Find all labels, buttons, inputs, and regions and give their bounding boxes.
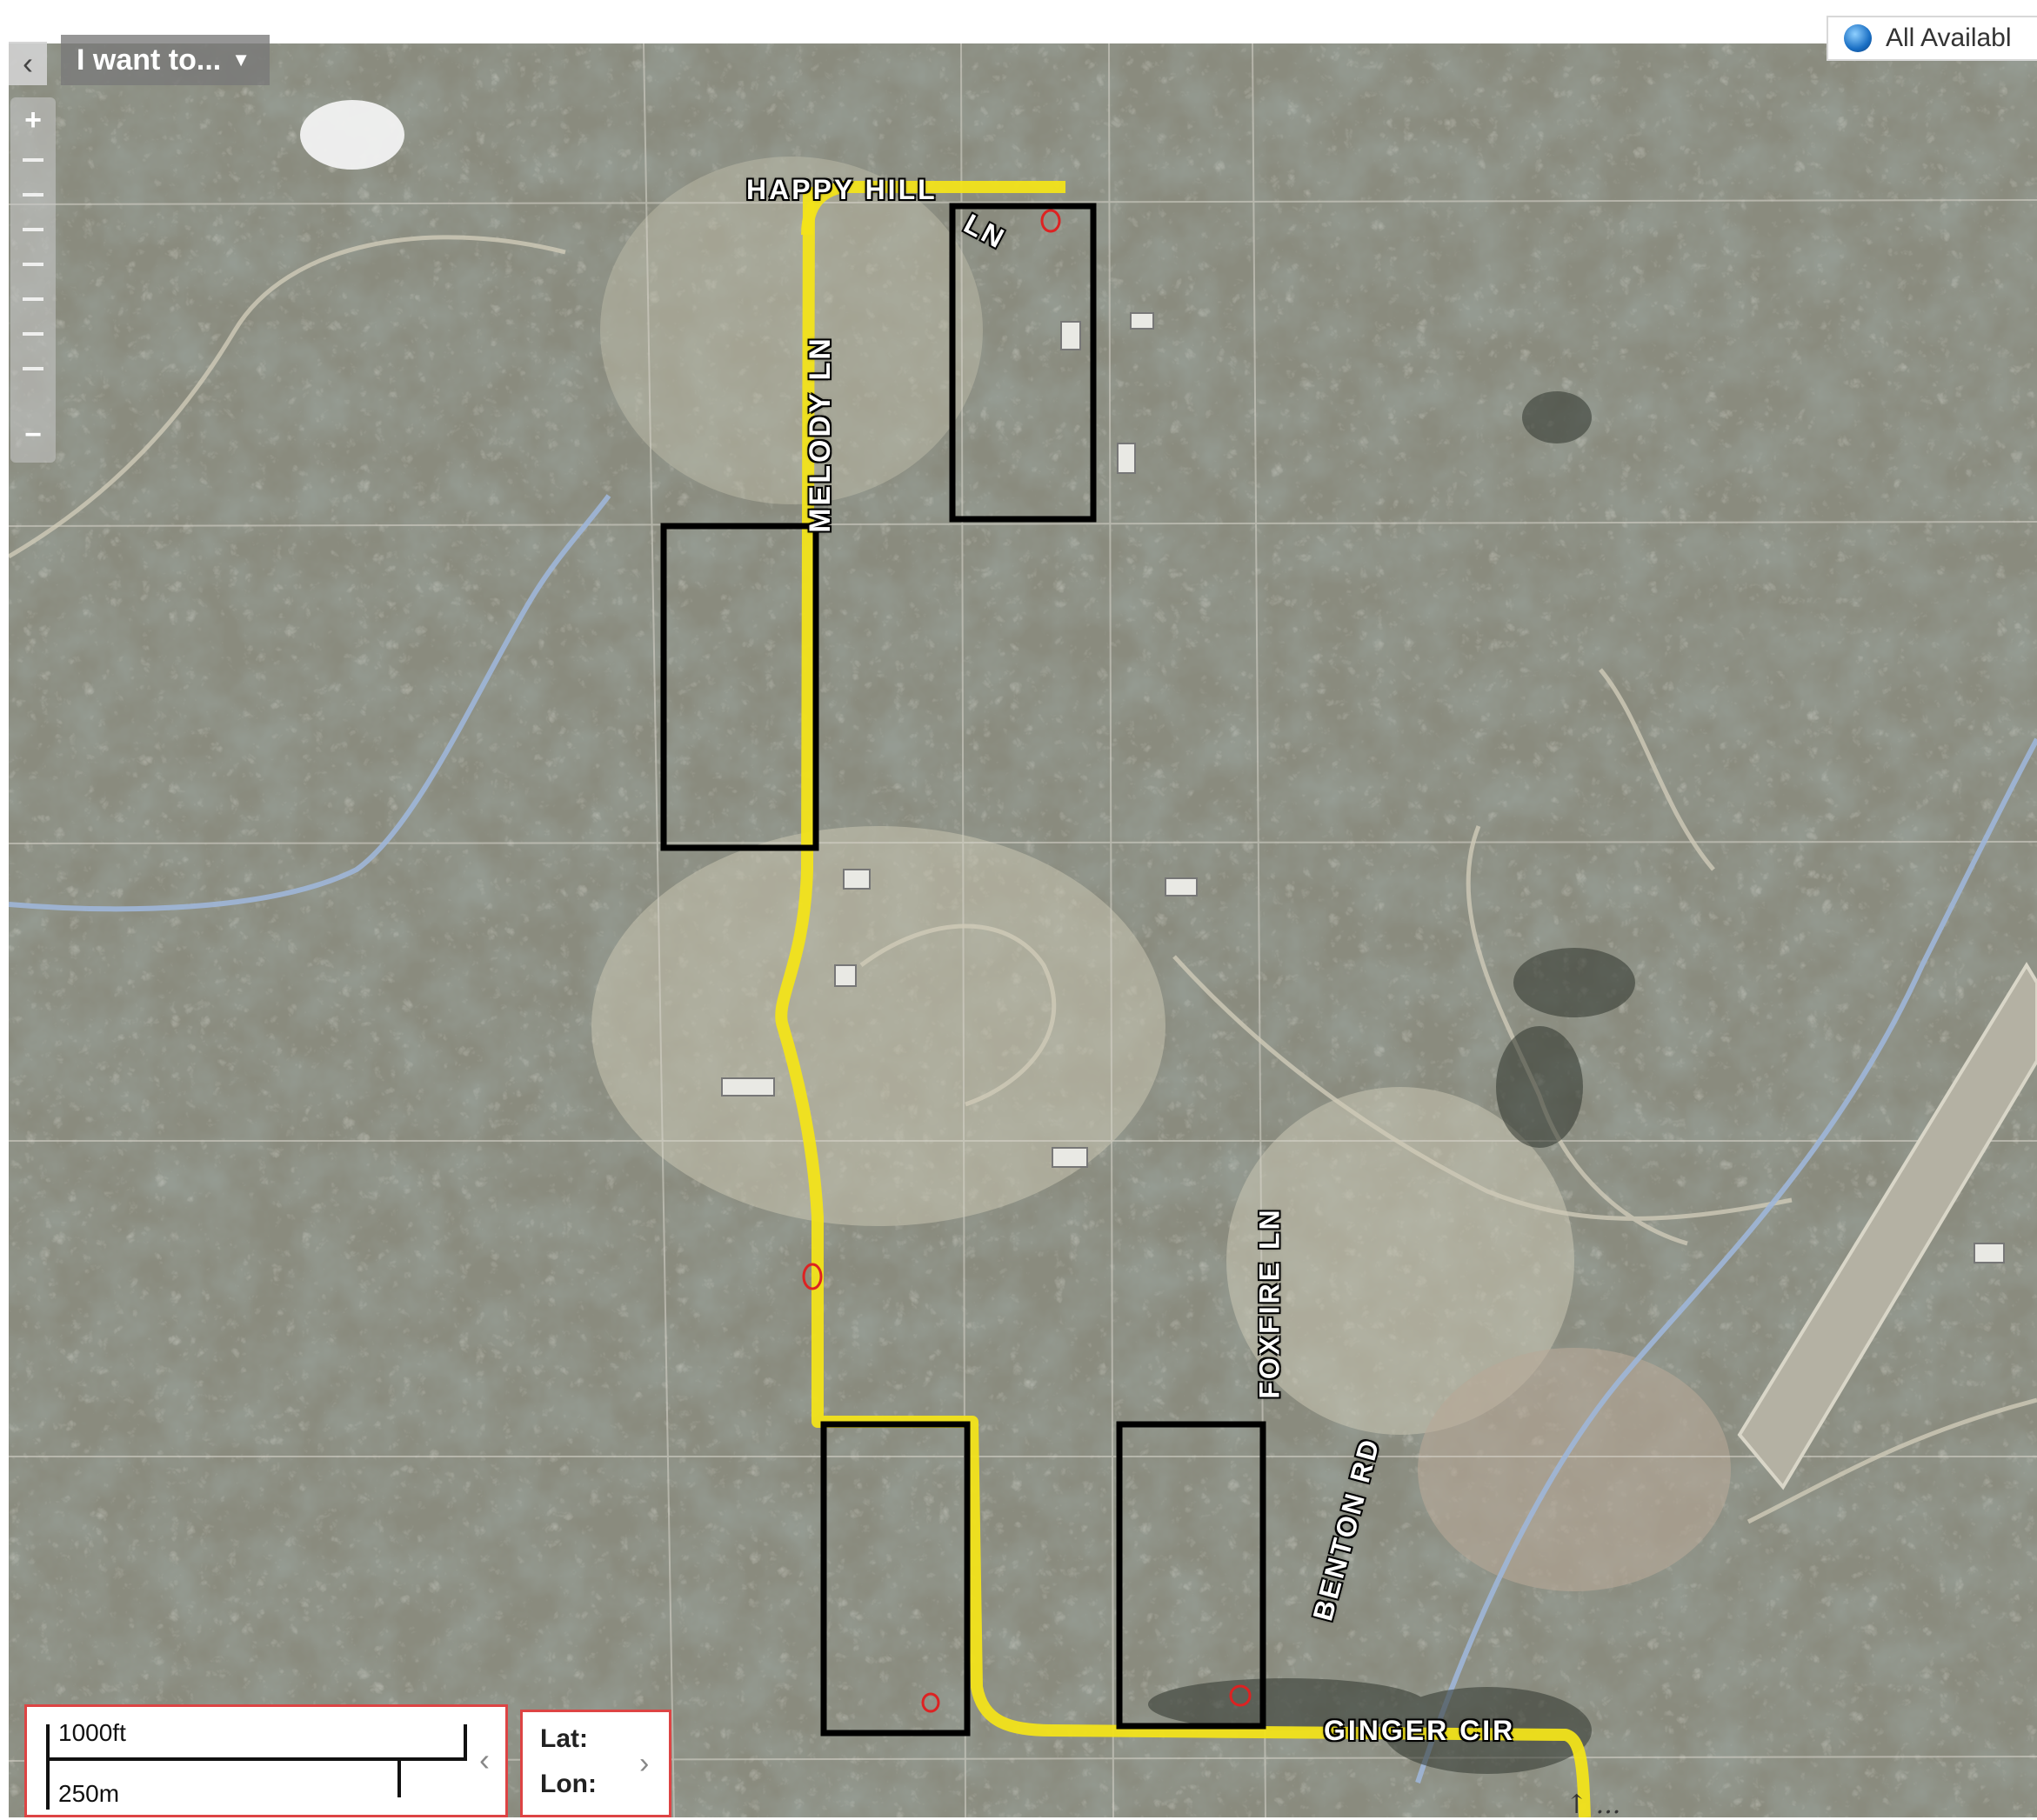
airstrip	[1737, 962, 2037, 1490]
scale-meters-label: 250m	[58, 1780, 120, 1807]
scale-tick	[46, 1759, 50, 1810]
globe-icon	[1844, 24, 1872, 52]
lat-label: Lat:	[540, 1724, 588, 1753]
scale-line	[46, 1757, 467, 1761]
parcel-outlines	[660, 203, 1266, 1737]
coords-expand-icon[interactable]: ›	[639, 1747, 650, 1780]
street-label-foxfire: FOXFIRE LN	[1253, 1207, 1286, 1399]
clearing	[600, 157, 983, 504]
i-want-to-label: I want to...	[77, 43, 222, 77]
stream	[9, 494, 611, 912]
zoom-out-button[interactable]: −	[24, 417, 42, 451]
handwritten-note: ↑ ...	[1566, 1790, 1621, 1820]
zoom-tick	[23, 228, 43, 231]
buildings	[721, 312, 2005, 1263]
scale-tick	[46, 1724, 50, 1761]
dropdown-caret-icon: ▼	[231, 49, 250, 70]
scale-tick	[397, 1759, 401, 1797]
coordinate-readout: Lat: Lon: ›	[520, 1710, 671, 1817]
zoom-tick	[23, 263, 43, 266]
layers-label: All Availabl	[1886, 23, 2012, 52]
scale-tick	[464, 1724, 467, 1761]
collapse-panel-button[interactable]: ‹	[9, 42, 47, 85]
map-canvas[interactable]	[9, 43, 2037, 1817]
red-marks	[802, 209, 1252, 1713]
scale-bar: 1000ft 250m ‹	[24, 1704, 508, 1817]
street-label-happy-hill: HAPPY HILL	[746, 174, 938, 205]
zoom-slider[interactable]: + −	[10, 97, 56, 463]
pond	[300, 100, 404, 170]
street-label-ginger: GINGER CIR	[1324, 1715, 1516, 1746]
stream	[1415, 737, 2037, 1783]
zoom-tick	[23, 332, 43, 336]
route-highlight	[801, 181, 1065, 236]
scale-collapse-icon[interactable]: ‹	[479, 1742, 490, 1777]
zoom-tick	[23, 158, 43, 162]
chevron-left-icon: ‹	[23, 45, 33, 81]
route-highlight	[775, 186, 1591, 1817]
street-label-melody: MELODY LN	[803, 336, 837, 533]
scale-feet-label: 1000ft	[58, 1719, 126, 1746]
lon-label: Lon:	[540, 1770, 597, 1798]
zoom-in-button[interactable]: +	[24, 103, 42, 137]
aerial-map[interactable]: HAPPY HILL LN MELODY LN FOXFIRE LN BENTO…	[9, 43, 2037, 1817]
zoom-tick	[23, 367, 43, 370]
layers-button[interactable]: All Availabl	[1827, 16, 2037, 61]
clearing	[591, 826, 1165, 1226]
i-want-to-menu[interactable]: I want to... ▼	[61, 35, 270, 85]
clearing	[1418, 1348, 1731, 1591]
zoom-tick	[23, 193, 43, 197]
zoom-tick	[23, 297, 43, 301]
clearing	[1226, 1087, 1574, 1435]
